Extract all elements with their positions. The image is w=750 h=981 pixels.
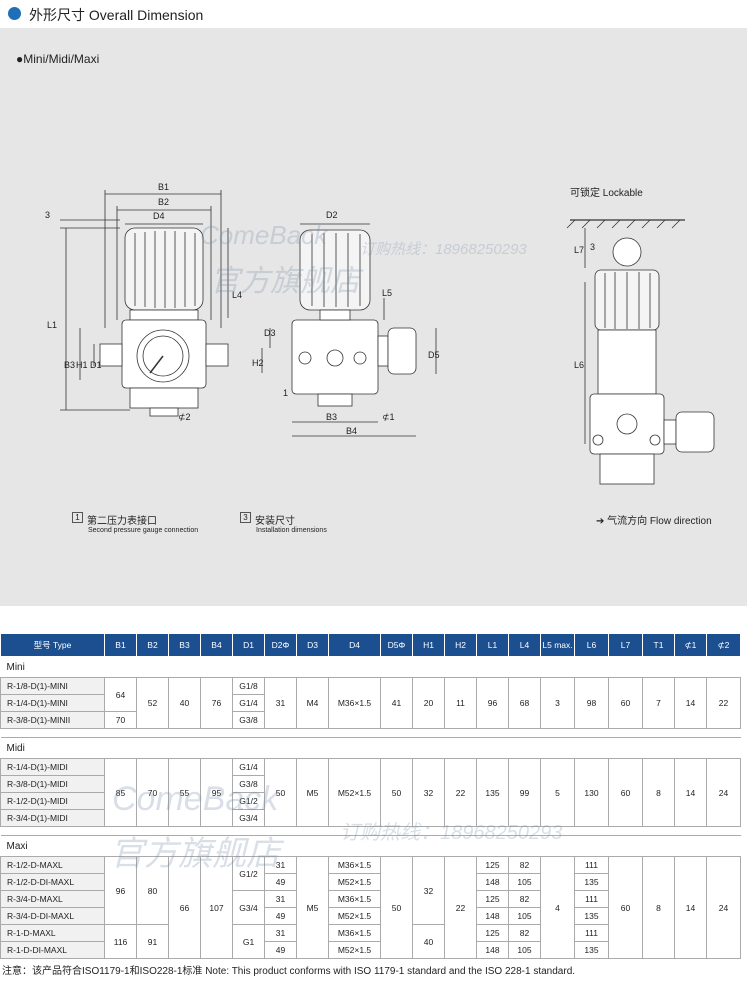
watermark-brand: ComeBack [200,220,328,250]
series-subtitle: ●Mini/Midi/Maxi [16,52,100,66]
lockable-label: 可锁定 Lockable [570,186,643,199]
dim-3: 3 [45,210,50,220]
dimension-drawing: B1 B2 D4 3 L1 L4 B3 H1 D1 ⊄2 D2 D3 H2 L5… [45,182,715,485]
section-header: 外形尺寸 Overall Dimension [0,0,750,28]
dim-B3-side: B3 [326,412,337,422]
bullet-dot-icon [8,7,21,20]
dim-B1: B1 [158,182,169,192]
standards-note: 注意：该产品符合ISO1179-1和ISO228-1标准 Note: This … [2,966,576,977]
dim-s2: ⊄2 [178,412,191,422]
watermark-hotline: 订购热线：18968250293 [360,241,527,258]
dim-1: 1 [283,388,288,398]
section-midi: Midi [0,737,741,759]
dim-D1: D1 [90,360,102,370]
section-mini: Mini [0,656,741,678]
dim-B4: B4 [346,426,357,436]
dim-s1: ⊄1 [382,412,395,422]
dim-B3: B3 [64,360,75,370]
dim-L4: L4 [232,290,242,300]
watermark-store: 官方旗舰店 [210,265,360,298]
table-row: R-1/4-D(1)-MIDI 85 70 55 95 G1/4 50 M5 M… [0,758,741,827]
watermark-hotline-table: 订购热线：18968250293 [340,822,563,844]
dim-H2: H2 [252,358,264,368]
watermark-store-table: 官方旗舰店 [110,835,280,873]
legend-num-1: 1 [72,512,83,523]
dim-L6: L6 [574,360,584,370]
dim-D2: D2 [326,210,338,220]
dim-L1: L1 [47,320,57,330]
table-row: R-1/2-D-MAXL 96 80 66 107 G1/2 31 M5 M36… [0,856,741,959]
dim-H1: H1 [76,360,88,370]
dim-D3: D3 [264,328,276,338]
dim-L5: L5 [382,288,392,298]
flow-direction: ➔ 气流方向 Flow direction [596,516,712,527]
legend-num-3: 3 [240,512,251,523]
dim-3-lock: 3 [590,242,595,252]
section-maxi: Maxi [0,835,741,857]
watermark-brand-table: ComeBack [112,780,279,818]
dim-L7: L7 [574,245,584,255]
dim-D5: D5 [428,350,440,360]
table-row: R-1/8-D(1)-MINI 64 52 40 76 G1/8 31 M4 M… [0,677,741,729]
dim-D4: D4 [153,211,165,221]
section-title: 外形尺寸 Overall Dimension [29,7,204,23]
dim-B2: B2 [158,197,169,207]
